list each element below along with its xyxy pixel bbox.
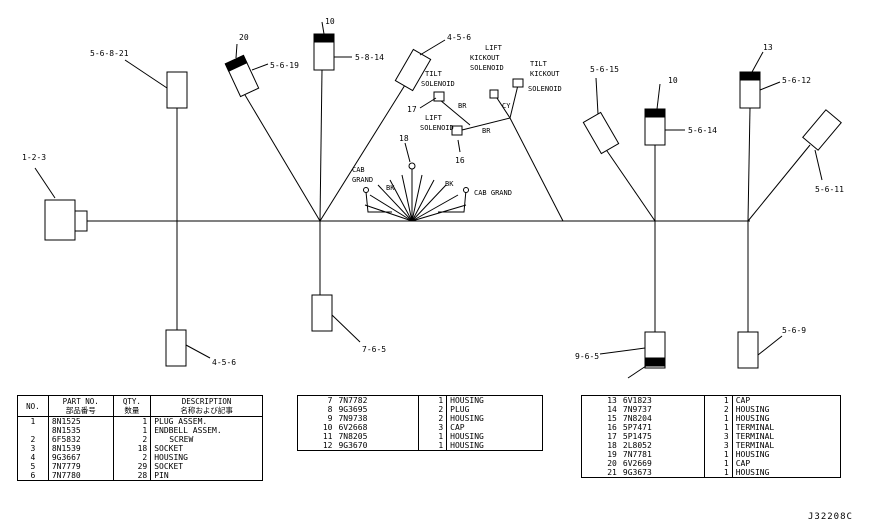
label-16: 16: [455, 156, 465, 165]
lift-kickout-label-3: SOLENOID: [470, 64, 504, 72]
wire-color-br-2: BR: [482, 127, 491, 135]
label-17: 17: [407, 105, 417, 114]
lift-solenoid-terminal: [451, 125, 463, 136]
header-no: NO.: [17, 395, 49, 417]
cab-grand-right-label: CAB GRAND: [474, 189, 512, 197]
tilt-solenoid-label-2: SOLENOID: [421, 80, 455, 88]
connector-1-2-3: [44, 199, 76, 241]
wire-color-bk-1: BK: [386, 184, 395, 192]
label-5-6-15: 5-6-15: [590, 65, 619, 74]
lift-kickout-label-1: LIFT: [485, 44, 503, 52]
label-9-6-5: 9-6-5: [575, 352, 599, 361]
lift-solenoid-label-2: SOLENOID: [420, 124, 454, 132]
wire-color-br-1: BR: [458, 102, 467, 110]
label-5-6-14: 5-6-14: [688, 126, 717, 135]
cab-grand-left-label-1: CAB: [352, 166, 365, 174]
label-7-6-5: 7-6-5: [362, 345, 386, 354]
lift-kickout-label-2: KICKOUT: [470, 54, 500, 62]
wiring-harness-diagram: 1-2-3 5-6-8-21 20 5-6-19 10 5-8-14 4-5-6…: [22, 17, 844, 379]
wire-color-cy: CY: [502, 102, 511, 110]
connector-5-6-11: [802, 109, 842, 151]
label-1-2-3: 1-2-3: [22, 153, 46, 162]
connector-4-5-6-bottom: [165, 329, 187, 367]
connector-7-6-5: [311, 294, 333, 332]
label-10-top: 10: [325, 17, 335, 26]
tilt-solenoid-terminal: [433, 91, 445, 102]
connector-5-6-15: [582, 111, 620, 155]
label-5-6-9: 5-6-9: [782, 326, 806, 335]
drawing-number: J32208C: [808, 512, 853, 522]
label-5-8-14: 5-8-14: [355, 53, 384, 62]
cab-grand-left-label-2: GRAND: [352, 176, 373, 184]
label-4-5-6-bottom: 4-5-6: [212, 358, 236, 367]
label-5-6-8-21: 5-6-8-21: [90, 49, 129, 58]
label-5-6-19: 5-6-19: [270, 61, 299, 70]
label-10-mid: 10: [668, 76, 678, 85]
tilt-solenoid-label-1: TILT: [425, 70, 443, 78]
tilt-kickout-label-3: SOLENOID: [528, 85, 562, 93]
connector-4-5-6-top: [394, 48, 432, 92]
label-13: 13: [763, 43, 773, 52]
label-4-5-6-top: 4-5-6: [447, 33, 471, 42]
label-5-6-12: 5-6-12: [782, 76, 811, 85]
header-qty: QTY.数量: [113, 395, 152, 417]
connector-5-6-8-21: [166, 71, 188, 109]
label-5-6-11: 5-6-11: [815, 185, 844, 194]
connector-5-6-9: [737, 331, 759, 369]
cab-grand-ground-fan: [363, 162, 469, 222]
connector-5-6-19: [224, 54, 260, 98]
tilt-kickout-label-2: KICKOUT: [530, 70, 560, 78]
lift-solenoid-label-1: LIFT: [425, 114, 443, 122]
label-20: 20: [239, 33, 249, 42]
wire-color-bk-2: BK: [445, 180, 454, 188]
tilt-kickout-label-1: TILT: [530, 60, 548, 68]
header-part-no: PART NO.部品番号: [48, 395, 114, 417]
label-18: 18: [399, 134, 409, 143]
